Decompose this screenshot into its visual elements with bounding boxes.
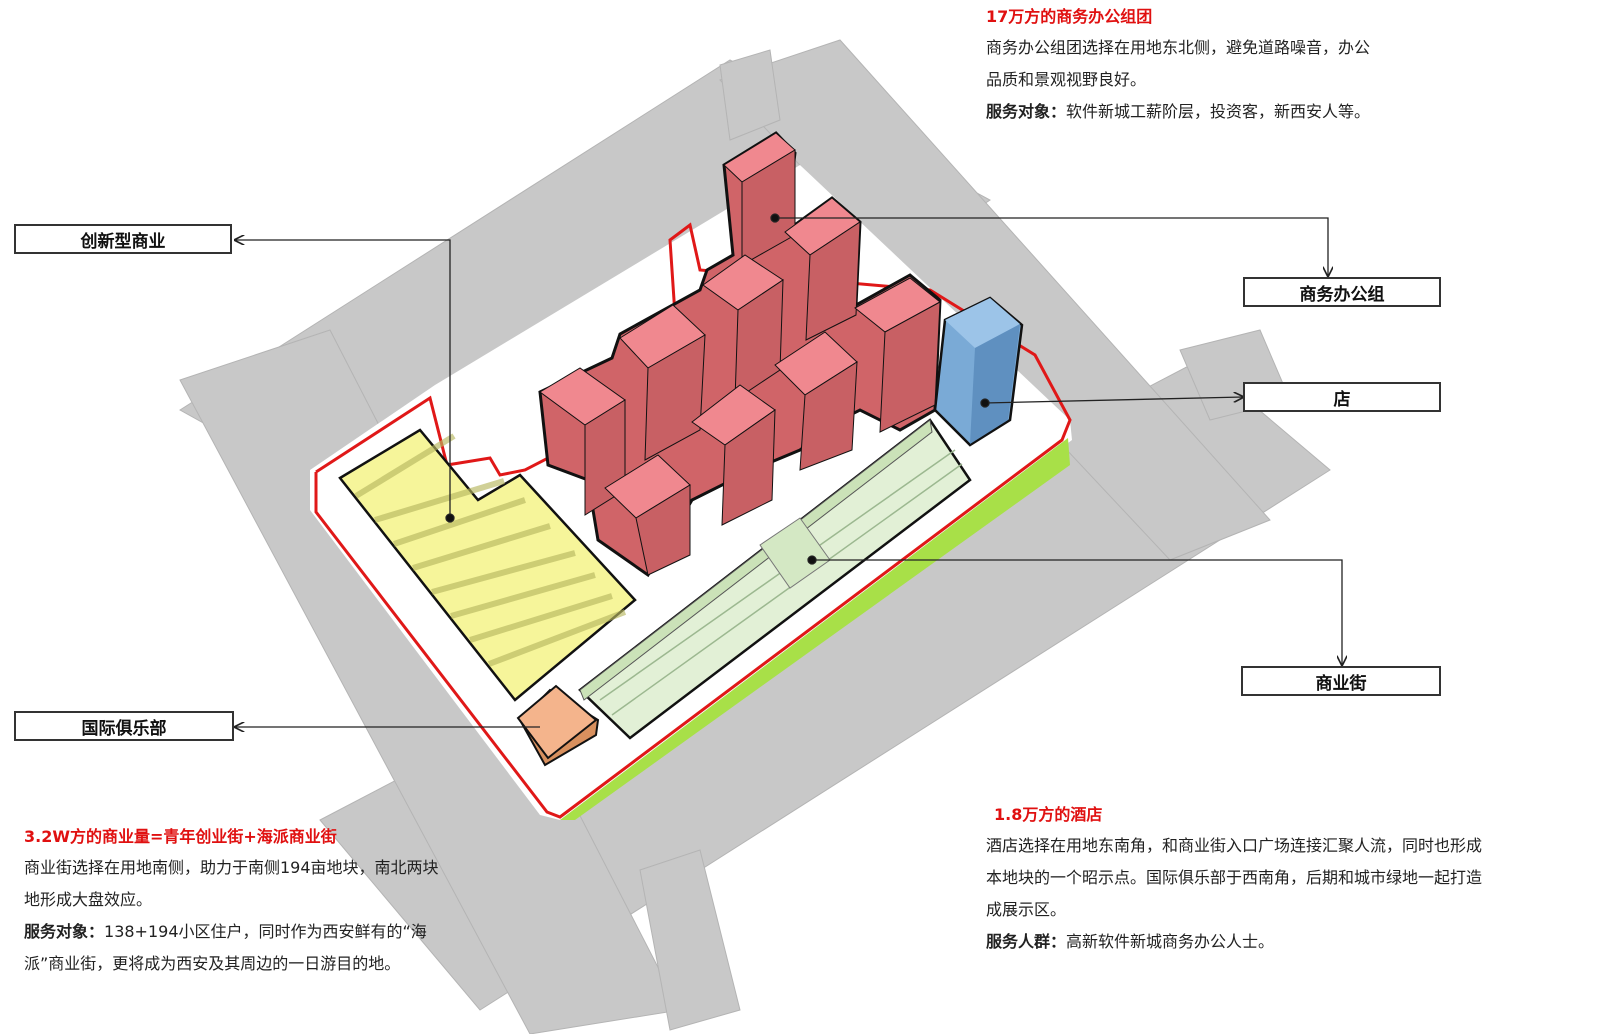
leader-hotel [984, 397, 1243, 404]
note-hotel-service-label: 服务人群： [986, 932, 1067, 951]
label-hotel: 店 [1243, 382, 1441, 412]
note-hotel-service: 服务人群：高新软件新城商务办公人士。 [986, 926, 1566, 958]
green-belt [560, 438, 1070, 820]
note-office-service-label: 服务对象： [986, 102, 1067, 121]
leader-street [812, 559, 1342, 665]
leader-dot-hotel [980, 398, 990, 408]
commercial-street-block [578, 418, 972, 740]
leader-dot-street [807, 555, 817, 565]
label-business-office-group: 商务办公组 [1243, 277, 1441, 307]
note-office-service-text: 软件新城工薪阶层，投资客，新西安人等。 [1066, 102, 1371, 121]
note-commerce-service-text: 138+194小区住户，同时作为西安鲜有的“海 [104, 922, 427, 941]
note-office-line1: 商务办公组团选择在用地东北侧，避免道路噪音，办公 [986, 38, 1371, 57]
leader-lines [235, 213, 1342, 727]
note-office-title: 17万方的商务办公组团 [986, 7, 1153, 26]
note-commerce-service-label: 服务对象： [24, 922, 105, 941]
leader-dot-commerce [445, 513, 455, 523]
note-commerce-service: 服务对象：138+194小区住户，同时作为西安鲜有的“海 [24, 916, 504, 948]
note-office: 17万方的商务办公组团 商务办公组团选择在用地东北侧，避免道路噪音，办公 品质和… [986, 2, 1546, 128]
note-hotel-line3: 成展示区。 [986, 900, 1067, 919]
leader-dot-office [770, 213, 780, 223]
note-office-line2: 品质和景观视野良好。 [986, 70, 1147, 89]
label-commercial-street: 商业街 [1241, 666, 1441, 696]
note-hotel-line2: 本地块的一个昭示点。国际俱乐部于西南角，后期和城市绿地一起打造 [986, 868, 1483, 887]
site-boundary [314, 222, 1072, 819]
note-hotel: 1.8万方的酒店 酒店选择在用地东南角，和商业街入口广场连接汇聚人流，同时也形成… [986, 800, 1566, 958]
note-office-service: 服务对象：软件新城工薪阶层，投资客，新西安人等。 [986, 96, 1546, 128]
innovative-commerce-block [338, 428, 637, 702]
note-hotel-title: 1.8万方的酒店 [994, 805, 1103, 824]
note-commerce-title: 3.2W方的商业量=青年创业街+海派商业街 [24, 827, 337, 846]
note-commerce-line4: 派”商业街，更将成为西安及其周边的一日游目的地。 [24, 954, 401, 973]
leader-innovative-commerce [235, 240, 451, 518]
international-club-block [516, 684, 600, 767]
hotel-tower [933, 296, 1024, 447]
road-nw-stub [719, 49, 781, 141]
label-international-club: 国际俱乐部 [14, 711, 234, 741]
office-tower-cluster [538, 131, 942, 578]
label-innovative-commerce: 创新型商业 [14, 224, 232, 254]
note-commerce-line2: 地形成大盘效应。 [24, 890, 153, 909]
note-commerce-line1: 商业街选择在用地南侧，助力于南侧194亩地块，南北两块 [24, 858, 439, 877]
note-hotel-service-text: 高新软件新城商务办公人士。 [1066, 932, 1275, 951]
leader-office [775, 217, 1328, 276]
note-commerce: 3.2W方的商业量=青年创业街+海派商业街 商业街选择在用地南侧，助力于南侧19… [24, 822, 504, 980]
road-sw-stub [639, 849, 741, 1031]
note-hotel-line1: 酒店选择在用地东南角，和商业街入口广场连接汇聚人流，同时也形成 [986, 836, 1483, 855]
